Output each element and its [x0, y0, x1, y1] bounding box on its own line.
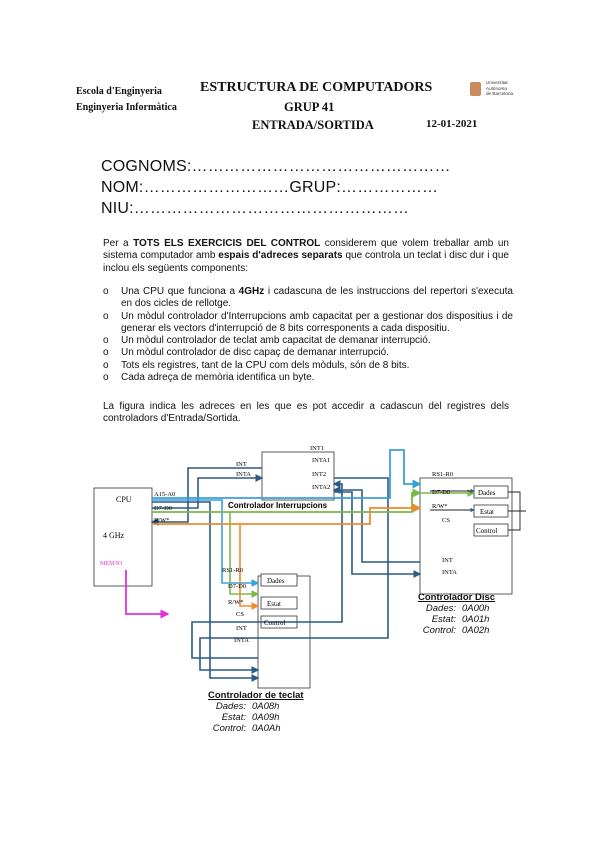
svg-text:Estat: Estat — [480, 508, 494, 516]
disc-address-table: Controlador Disc Dades:0A00h Estat:0A01h… — [418, 592, 495, 636]
table-row: Dades:0A08h — [215, 701, 280, 712]
intro-paragraph: Per a TOTS ELS EXERCICIS DEL CONTROL con… — [103, 238, 509, 274]
svg-text:R/W*: R/W* — [228, 599, 244, 606]
int-lines — [150, 467, 422, 682]
io-diagram: CPU 4 GHz MEM/IO A15-A0 D7-D0 R/W* INT I… — [90, 438, 530, 738]
cpu-box — [93, 487, 153, 587]
svg-text:INT2: INT2 — [312, 471, 326, 478]
group-title: GRUP 41 — [284, 100, 335, 114]
table-row: Control:0A02h — [422, 625, 490, 636]
svg-text:Control: Control — [264, 619, 285, 627]
surnames-field: COGNOMS:………………………………………… — [101, 158, 451, 175]
svg-text:RS1-R0: RS1-R0 — [432, 471, 453, 478]
cpu-label: CPU — [116, 495, 132, 504]
svg-text:Dades: Dades — [478, 489, 496, 497]
memio-label: MEM/IO — [100, 561, 123, 567]
exam-date: 12-01-2021 — [426, 118, 478, 130]
university-logo: Universitat Autònoma de Barcelona — [470, 80, 530, 108]
cpu-sig-addr: A15-A0 — [154, 491, 175, 498]
kbd-reg-data — [260, 573, 298, 587]
svg-text:INT: INT — [236, 461, 247, 468]
degree-name: Enginyeria Informàtica — [76, 102, 177, 113]
course-title: ESTRUCTURA DE COMPUTADORS — [200, 80, 433, 95]
svg-text:INTA1: INTA1 — [312, 457, 330, 464]
svg-text:INT: INT — [442, 557, 453, 564]
svg-text:INT: INT — [236, 625, 247, 632]
logo-mark-icon — [470, 82, 481, 96]
disc-address-title: Controlador Disc — [418, 592, 496, 603]
svg-text:D7-D0: D7-D0 — [228, 583, 246, 590]
svg-text:INTA2: INTA2 — [312, 484, 330, 491]
cpu-sig-rw: R/W* — [154, 517, 170, 524]
table-row: Control:0A0Ah — [212, 723, 281, 734]
rw-kbd-line — [239, 524, 260, 610]
figure-caption: La figura indica les adreces en les que … — [103, 401, 509, 425]
svg-text:Dades: Dades — [267, 577, 285, 585]
keyboard-address-title: Controlador de teclat — [208, 690, 304, 701]
address-bus-line — [152, 449, 422, 499]
svg-text:INT1: INT1 — [310, 445, 324, 452]
school-header: Escola d'Enginyeria Enginyeria Informàti… — [76, 84, 177, 116]
svg-text:R/W*: R/W* — [432, 503, 448, 510]
keyboard-address-table: Controlador de teclat Dades:0A08h Estat:… — [208, 690, 304, 734]
svg-text:INTA: INTA — [234, 637, 249, 644]
svg-text:Control: Control — [476, 527, 497, 535]
cpu-sig-data: D7-D0 — [154, 505, 172, 512]
table-row: Estat:0A09h — [221, 712, 280, 723]
svg-text:RS1-R0: RS1-R0 — [222, 567, 243, 574]
rw-line — [152, 503, 422, 525]
topic-title: ENTRADA/SORTIDA — [252, 118, 374, 132]
school-name: Escola d'Enginyeria — [76, 86, 162, 97]
svg-text:CS: CS — [236, 611, 244, 618]
keyboard-controller-box — [257, 575, 311, 689]
name-group-field: NOM:………………………GRUP:……………… — [101, 179, 439, 196]
kbd-reg-status — [260, 596, 298, 610]
table-row: Dades:0A00h — [425, 603, 490, 614]
svg-text:INTA: INTA — [236, 471, 251, 478]
svg-text:D7-D0: D7-D0 — [432, 489, 450, 496]
table-row: Estat:0A01h — [431, 614, 490, 625]
svg-text:INTA: INTA — [442, 569, 457, 576]
memio-line — [125, 570, 170, 619]
svg-text:CS: CS — [442, 517, 450, 524]
interrupt-controller-title: Controlador Interrupcions — [228, 501, 328, 510]
student-fields: COGNOMS:………………………………………… NOM:………………………GR… — [101, 156, 451, 219]
data-bus-kbd-line — [229, 512, 260, 598]
niu-field: NIU:…………………………………………… — [101, 200, 410, 217]
io-diagram-svg: CPU 4 GHz MEM/IO A15-A0 D7-D0 R/W* INT I… — [93, 445, 526, 689]
svg-text:Estat: Estat — [267, 600, 281, 608]
data-bus-line — [152, 488, 422, 513]
cpu-freq: 4 GHz — [103, 531, 125, 540]
